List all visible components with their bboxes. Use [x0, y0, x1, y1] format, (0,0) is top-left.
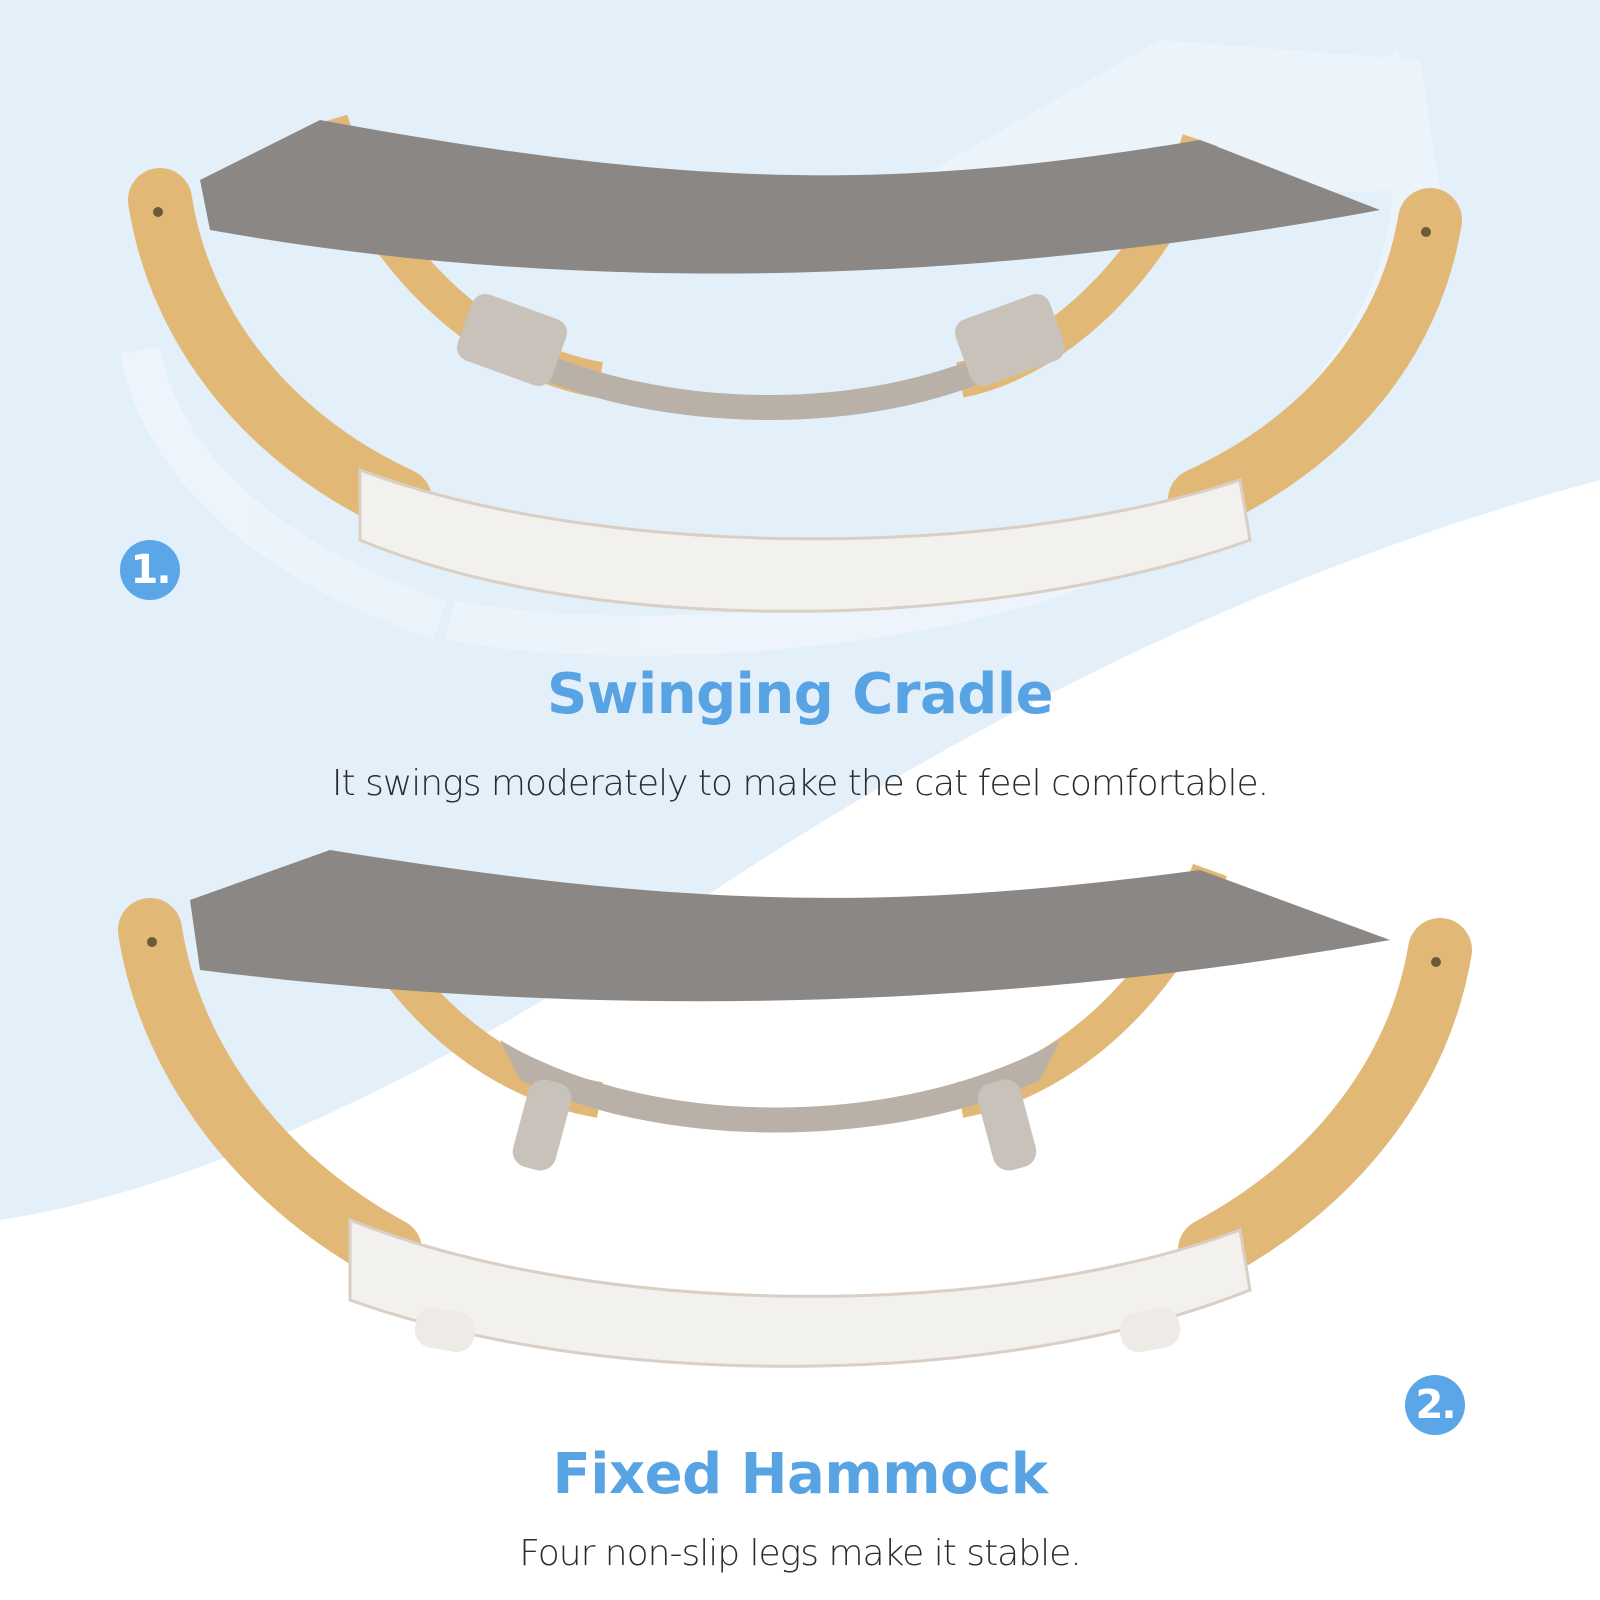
step-badge-1: 1. [120, 540, 180, 600]
step-badge-2-label: 2. [1415, 1382, 1456, 1428]
step-badge-2: 2. [1405, 1375, 1465, 1435]
rocking-cat-hammock-swinging-icon [120, 40, 1462, 656]
section-1-description: It swings moderately to make the cat fee… [331, 763, 1269, 804]
step-badge-1-label: 1. [130, 547, 171, 593]
cat-hammock-with-legs-icon [118, 850, 1472, 1368]
section-2-title: Fixed Hammock [552, 1442, 1048, 1507]
section-2-description: Four non-slip legs make it stable. [519, 1533, 1081, 1574]
section-1-title: Swinging Cradle [546, 662, 1054, 727]
